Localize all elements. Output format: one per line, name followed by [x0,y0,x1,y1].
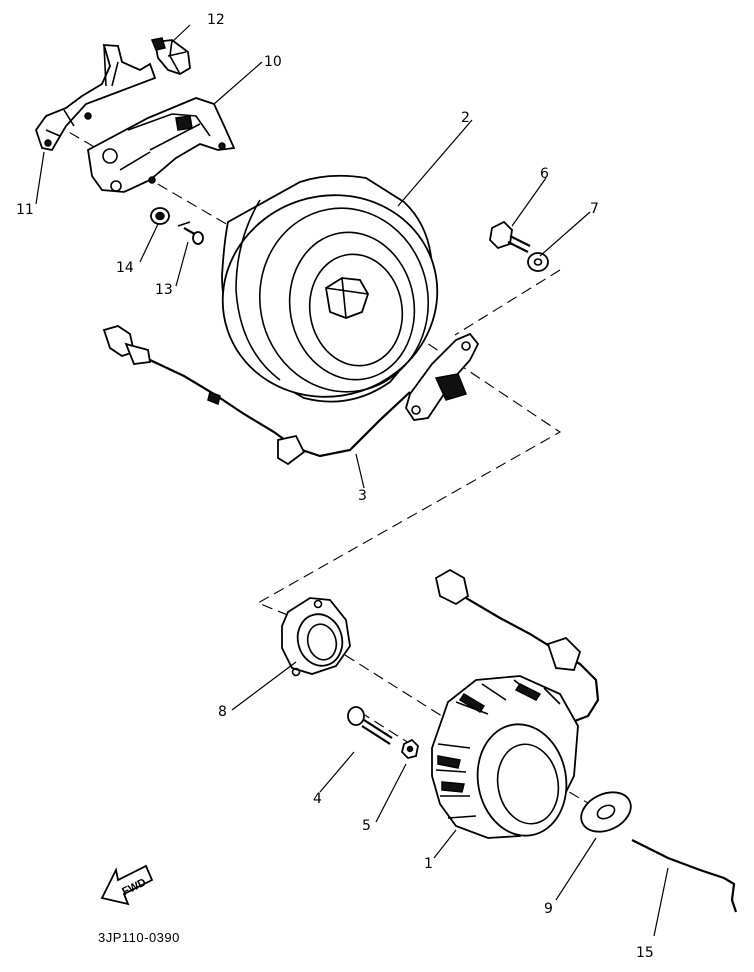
part-1-stator [431,568,600,839]
part-3-pickup-coil [102,325,480,466]
callout-3: 3 [358,488,367,504]
fwd-arrow-icon: FWD [100,864,154,906]
part-2-rotor [221,174,439,403]
part-15-clamp [631,839,738,913]
callout-5: 5 [362,818,371,834]
part-12-cap [150,37,191,75]
part-8-plate [281,597,351,677]
callout-8: 8 [218,704,227,720]
callout-10: 10 [264,54,282,70]
stator-coils [435,679,561,819]
part-7-washer [527,252,549,272]
part-6-bolt [489,220,531,253]
leader-lines [35,24,669,937]
callout-4: 4 [313,791,322,807]
callout-14: 14 [116,260,134,276]
callout-2: 2 [461,110,470,126]
callout-13: 13 [155,282,173,298]
callout-1: 1 [424,856,433,872]
callout-12: 12 [207,12,225,28]
callout-11: 11 [16,202,34,218]
part-9-washer [580,791,632,833]
part-11-bracket [35,44,157,152]
part-10-cover [87,97,236,193]
part-14-washer [150,207,170,225]
diagram-code: 3JP110-0390 [98,930,180,945]
callout-15: 15 [636,945,654,961]
callout-6: 6 [540,166,549,182]
part-13-screw [177,221,204,245]
callout-labels: 12 10 2 6 11 7 14 13 3 8 4 5 1 9 15 [16,12,654,961]
part-4-screw [347,706,393,745]
part-5-nut [401,738,419,759]
callout-9: 9 [544,901,553,917]
callout-7: 7 [590,201,599,217]
